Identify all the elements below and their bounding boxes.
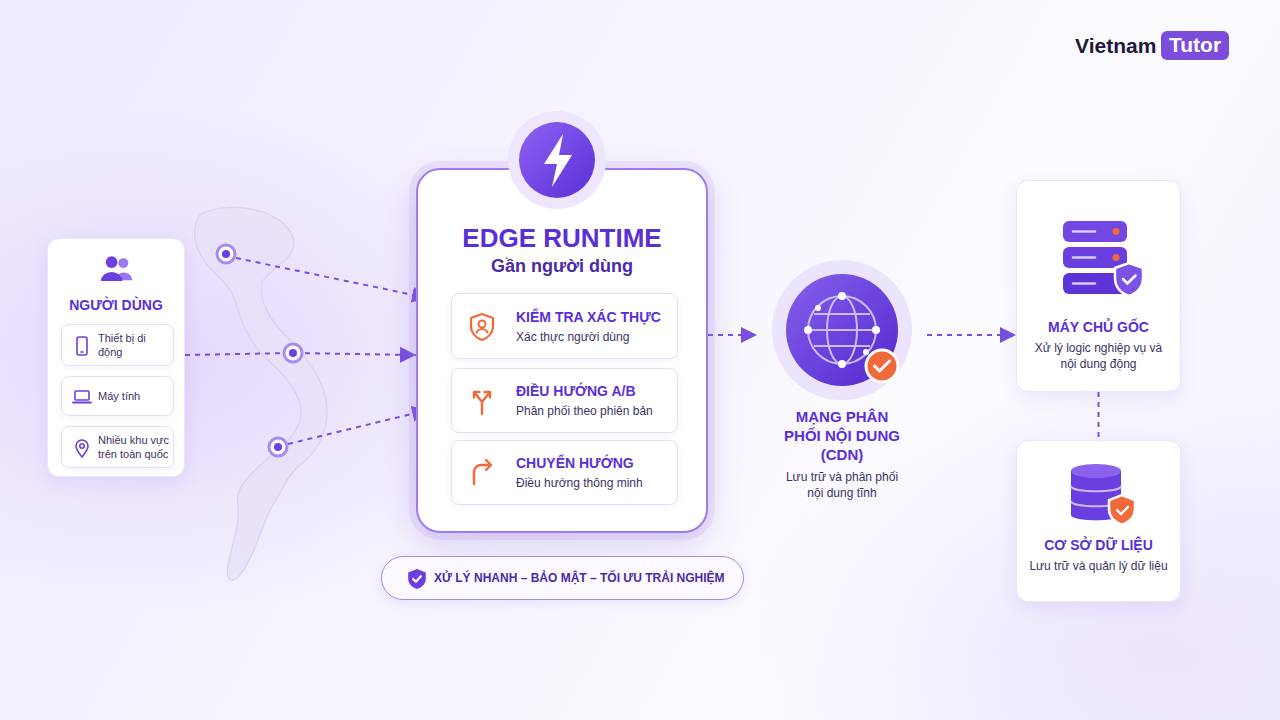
- function-card: CHUYỂN HƯỚNG Điều hướng thông minh: [451, 440, 678, 505]
- node-title: MÁY CHỦ GỐC: [1027, 318, 1170, 336]
- globe-icon: [770, 258, 914, 402]
- user-panel: NGƯỜI DÙNG Thiết bị di độngMáy tínhNhiều …: [47, 238, 185, 477]
- node-desc: Lưu trữ và quản lý dữ liệu: [1027, 558, 1170, 574]
- region-label: Nhiều khu vực trên toàn quốc: [98, 433, 170, 461]
- card-title: ĐIỀU HƯỚNG A/B: [516, 382, 671, 400]
- card-desc: Phân phối theo phiên bản: [516, 403, 671, 419]
- text-group: XỬ LÝ NHANH – BẢO MẬT – TỐI ƯU TRẢI NGHI…: [434, 570, 727, 586]
- icon-holder: [99, 255, 135, 282]
- card-title: CHUYỂN HƯỚNG: [516, 454, 671, 472]
- phone-icon: [72, 336, 92, 356]
- users-icon: [99, 255, 135, 282]
- text-group: EDGE RUNTIMEGần người dùng: [428, 222, 696, 278]
- node-desc: Xử lý logic nghiệp vụ và nội dung động: [1027, 340, 1170, 372]
- icon-holder: [406, 568, 428, 590]
- edge-runtime-panel: EDGE RUNTIMEGần người dùngKIỂM TRA XÁC T…: [416, 168, 708, 533]
- dashed-connector: [927, 334, 1016, 336]
- laptop-icon: [72, 387, 92, 407]
- server-icon: [1055, 217, 1147, 299]
- map-pin: [217, 245, 235, 263]
- icon-holder: [1055, 217, 1147, 299]
- icon-holder: [466, 385, 498, 417]
- icon-holder: [72, 387, 92, 407]
- db-icon: [1067, 461, 1137, 527]
- pin-arrow: [288, 410, 428, 444]
- text-group: Thiết bị di động: [98, 331, 169, 359]
- text-group: NGƯỜI DÙNG: [54, 296, 178, 314]
- database-box: CƠ SỞ DỮ LIỆU Lưu trữ và quản lý dữ liệu: [1016, 440, 1181, 602]
- origin-server-box: MÁY CHỦ GỐC Xử lý logic nghiệp vụ và nội …: [1016, 180, 1181, 392]
- device-label: Máy tính: [98, 389, 169, 403]
- panel-title: NGƯỜI DÙNG: [54, 296, 178, 314]
- card-title: KIỂM TRA XÁC THỰC: [516, 308, 671, 326]
- map-pin: [269, 438, 287, 456]
- logo-pill: Tutor: [1161, 31, 1229, 60]
- icon-holder: [1067, 461, 1137, 527]
- text-group: ĐIỀU HƯỚNG A/B Phân phối theo phiên bản: [516, 382, 671, 419]
- logo-text: Vietnam: [1075, 33, 1156, 59]
- card-desc: Điều hướng thông minh: [516, 475, 671, 491]
- icon-holder: [770, 258, 914, 402]
- device-box: Máy tính: [61, 376, 174, 416]
- shieldUser-icon: [466, 311, 498, 343]
- text-group: MÁY CHỦ GỐC Xử lý logic nghiệp vụ và nội …: [1027, 318, 1170, 372]
- function-card: KIỂM TRA XÁC THỰC Xác thực người dùng: [451, 293, 678, 359]
- device-box: Thiết bị di động: [61, 324, 174, 366]
- icon-holder: [466, 457, 498, 489]
- icon-holder: [466, 311, 498, 343]
- icon-holder: [507, 110, 607, 210]
- dashed-connector: [708, 334, 757, 336]
- region-box: Nhiều khu vực trên toàn quốc: [61, 426, 174, 468]
- panel-title: EDGE RUNTIME: [428, 222, 696, 254]
- redirect-icon: [466, 457, 498, 489]
- vietnam-map: [195, 208, 327, 581]
- text-group: CƠ SỞ DỮ LIỆU Lưu trữ và quản lý dữ liệu: [1027, 536, 1170, 574]
- badge-text: XỬ LÝ NHANH – BẢO MẬT – TỐI ƯU TRẢI NGHI…: [434, 570, 727, 586]
- node-title: MẠNG PHÂN PHỐI NỘI DUNG (CDN): [777, 407, 907, 464]
- icon-holder: [72, 336, 92, 356]
- bolt-icon: [507, 110, 607, 210]
- split-icon: [466, 385, 498, 417]
- card-desc: Xác thực người dùng: [516, 329, 671, 345]
- device-label: Thiết bị di động: [98, 331, 169, 359]
- badgeShield-icon: [406, 568, 428, 590]
- icon-holder: [72, 438, 92, 458]
- pin-icon: [72, 438, 92, 458]
- text-group: KIỂM TRA XÁC THỰC Xác thực người dùng: [516, 308, 671, 345]
- dashed-connector: [1098, 392, 1100, 440]
- feature-badge: XỬ LÝ NHANH – BẢO MẬT – TỐI ƯU TRẢI NGHI…: [381, 556, 744, 600]
- cdn-node: MẠNG PHÂN PHỐI NỘI DUNG (CDN) Lưu trữ và …: [757, 255, 927, 507]
- map-pin: [284, 344, 302, 362]
- text-group: Nhiều khu vực trên toàn quốc: [98, 433, 170, 461]
- node-title: CƠ SỞ DỮ LIỆU: [1027, 536, 1170, 554]
- node-desc: Lưu trữ và phân phối nội dung tĩnh: [777, 469, 907, 501]
- text-group: CHUYỂN HƯỚNG Điều hướng thông minh: [516, 454, 671, 491]
- text-group: Máy tính: [98, 389, 169, 403]
- text-group: MẠNG PHÂN PHỐI NỘI DUNG (CDN) Lưu trữ và …: [777, 407, 907, 501]
- panel-subtitle: Gần người dùng: [428, 254, 696, 278]
- function-card: ĐIỀU HƯỚNG A/B Phân phối theo phiên bản: [451, 368, 678, 433]
- pin-arrow: [236, 258, 428, 298]
